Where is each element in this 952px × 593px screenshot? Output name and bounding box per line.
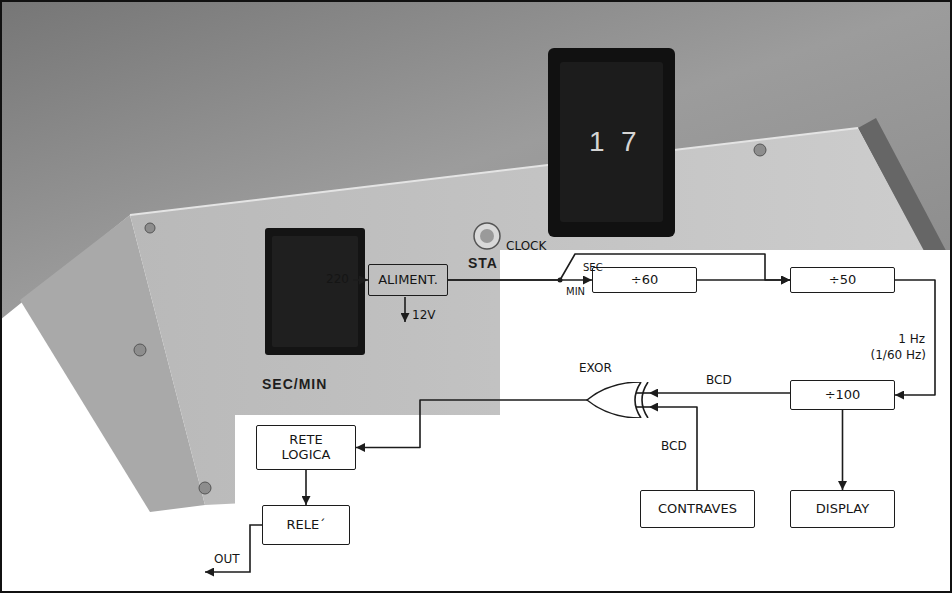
- panel-legend: STA: [468, 255, 498, 271]
- gate-outline: [585, 399, 587, 401]
- exor-symbol: [585, 382, 649, 418]
- switch-window: [265, 228, 365, 355]
- signal-connector: [649, 392, 790, 394]
- gate-outline: [642, 382, 648, 418]
- block-label: DISPLAY: [816, 502, 869, 517]
- signal-connector: [842, 410, 844, 490]
- signal-connector: [895, 280, 935, 395]
- block-label: ÷50: [829, 273, 856, 288]
- gate-outline: [635, 382, 641, 418]
- switch-position: SEC: [583, 262, 603, 274]
- block-box: DISPLAY: [790, 490, 895, 528]
- relay-output-arrow: [205, 525, 262, 572]
- thumbwheel-digit: 1: [589, 126, 605, 158]
- block-box: RETE LOGICA: [256, 425, 356, 470]
- block-label: ALIMENT.: [378, 273, 438, 288]
- block-label: ÷60: [631, 273, 658, 288]
- block-box: ÷60: [592, 267, 697, 293]
- signal-connector: [305, 470, 307, 505]
- screw: [145, 223, 155, 233]
- switch-rocker: [272, 236, 358, 347]
- supply-voltage: 12V: [412, 309, 435, 323]
- frequency-note: (1/60 Hz): [871, 349, 926, 363]
- gate-outline: [636, 406, 649, 408]
- signal-connector: [697, 279, 790, 281]
- signal-connector: [649, 407, 697, 490]
- thumbwheel-digit: 7: [621, 126, 637, 158]
- screw: [754, 144, 766, 156]
- screw: [134, 344, 146, 356]
- block-box: ÷50: [790, 267, 895, 293]
- thumbwheel-body: [560, 62, 663, 222]
- block-box: CONTRAVES: [640, 490, 755, 528]
- gate-outline: [587, 382, 641, 418]
- mains-input-arrow: [353, 279, 368, 281]
- block-label: CONTRAVES: [658, 502, 737, 517]
- signal-name: CLOCK: [506, 240, 546, 254]
- signal-connector: [356, 400, 585, 448]
- switch-position: MIN: [566, 286, 585, 298]
- block-box: RELE´: [262, 505, 350, 545]
- supply-output-arrow: [404, 297, 406, 322]
- block-box: ÷100: [790, 380, 895, 410]
- block-label: RETE LOGICA: [274, 433, 338, 463]
- signal-label: BCD: [705, 374, 733, 388]
- panel-legend: SEC/MIN: [262, 376, 327, 392]
- signal-label: 1 Hz: [897, 333, 926, 347]
- start-button: [474, 223, 500, 249]
- exor-gate: EXOR: [585, 382, 649, 418]
- diagram-card: [235, 250, 952, 593]
- supply-voltage: 220: [326, 273, 349, 287]
- gate-name: EXOR: [579, 362, 612, 376]
- start-button-cap: [480, 229, 494, 243]
- panel-edge: [130, 128, 858, 215]
- gate-outline: [636, 392, 649, 394]
- signal-label: BCD: [660, 440, 688, 454]
- output-name: OUT: [214, 553, 240, 567]
- block-label: RELE´: [286, 518, 325, 533]
- screw: [199, 482, 211, 494]
- block-box: ALIMENT.: [368, 264, 448, 296]
- block-label: ÷100: [825, 388, 861, 403]
- thumbwheel-window: [548, 48, 675, 237]
